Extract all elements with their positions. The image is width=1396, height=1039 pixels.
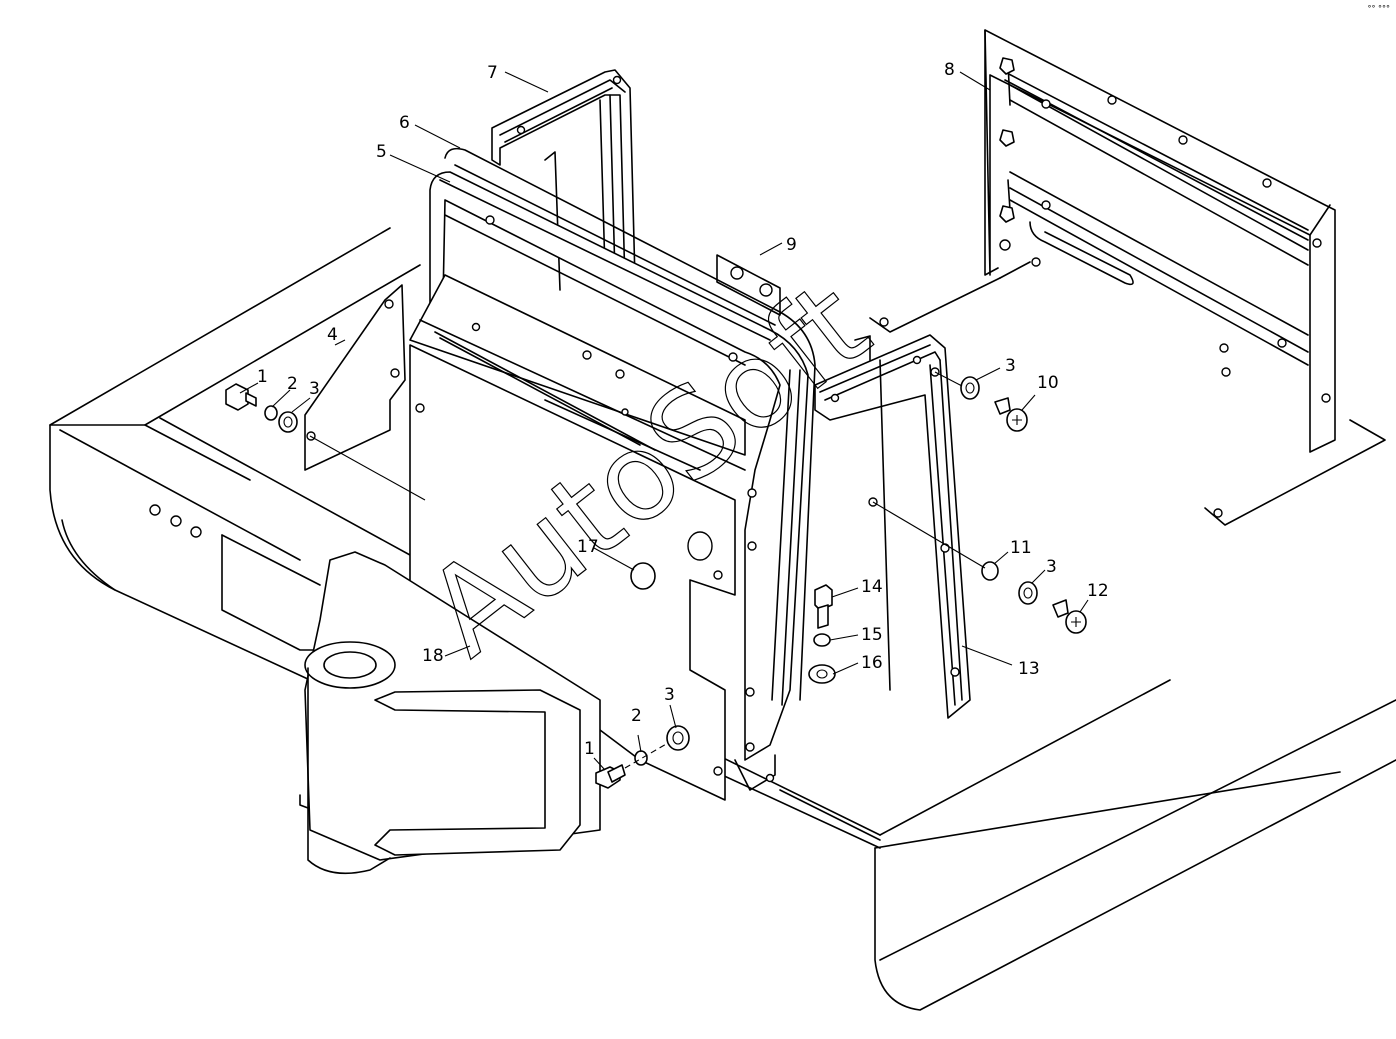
bracket-4 <box>304 284 406 471</box>
callout-label: 5 <box>376 142 387 162</box>
frame-8 <box>984 29 1336 453</box>
callout-label: 8 <box>944 60 955 80</box>
pivot-post <box>299 551 601 875</box>
callout-label: 11 <box>1010 538 1032 558</box>
callout-labels: 1 2 3 4 5 6 7 8 9 3 10 11 3 12 13 14 15 … <box>257 60 1109 759</box>
frame-5-6 <box>429 147 816 761</box>
callout-label: 3 <box>1046 557 1057 577</box>
corner-mark: °° °°° <box>1367 4 1390 13</box>
callout-label: 1 <box>257 367 268 387</box>
callout-label: 3 <box>664 685 675 705</box>
callout-label: 12 <box>1087 581 1109 601</box>
callout-label: 14 <box>861 577 883 597</box>
callout-label: 16 <box>861 653 883 673</box>
callout-leaders <box>239 71 1089 771</box>
panel-18 <box>409 274 776 801</box>
callout-label: 4 <box>327 325 338 345</box>
callout-label: 2 <box>631 706 642 726</box>
callout-label: 15 <box>861 625 883 645</box>
callout-label: 3 <box>1005 356 1016 376</box>
frame-13 <box>814 334 971 719</box>
callout-label: 18 <box>422 646 444 666</box>
callout-label: 3 <box>309 379 320 399</box>
callout-label: 7 <box>487 63 498 83</box>
callout-label: 1 <box>584 739 595 759</box>
callout-label: 17 <box>577 537 599 557</box>
callout-label: 6 <box>399 113 410 133</box>
frame-7 <box>491 69 636 291</box>
callout-label: 9 <box>786 235 797 255</box>
callout-label: 2 <box>287 374 298 394</box>
fasteners <box>225 371 1087 789</box>
callout-label: 10 <box>1037 373 1059 393</box>
callout-label: 13 <box>1018 659 1040 679</box>
plate-9 <box>716 254 781 316</box>
